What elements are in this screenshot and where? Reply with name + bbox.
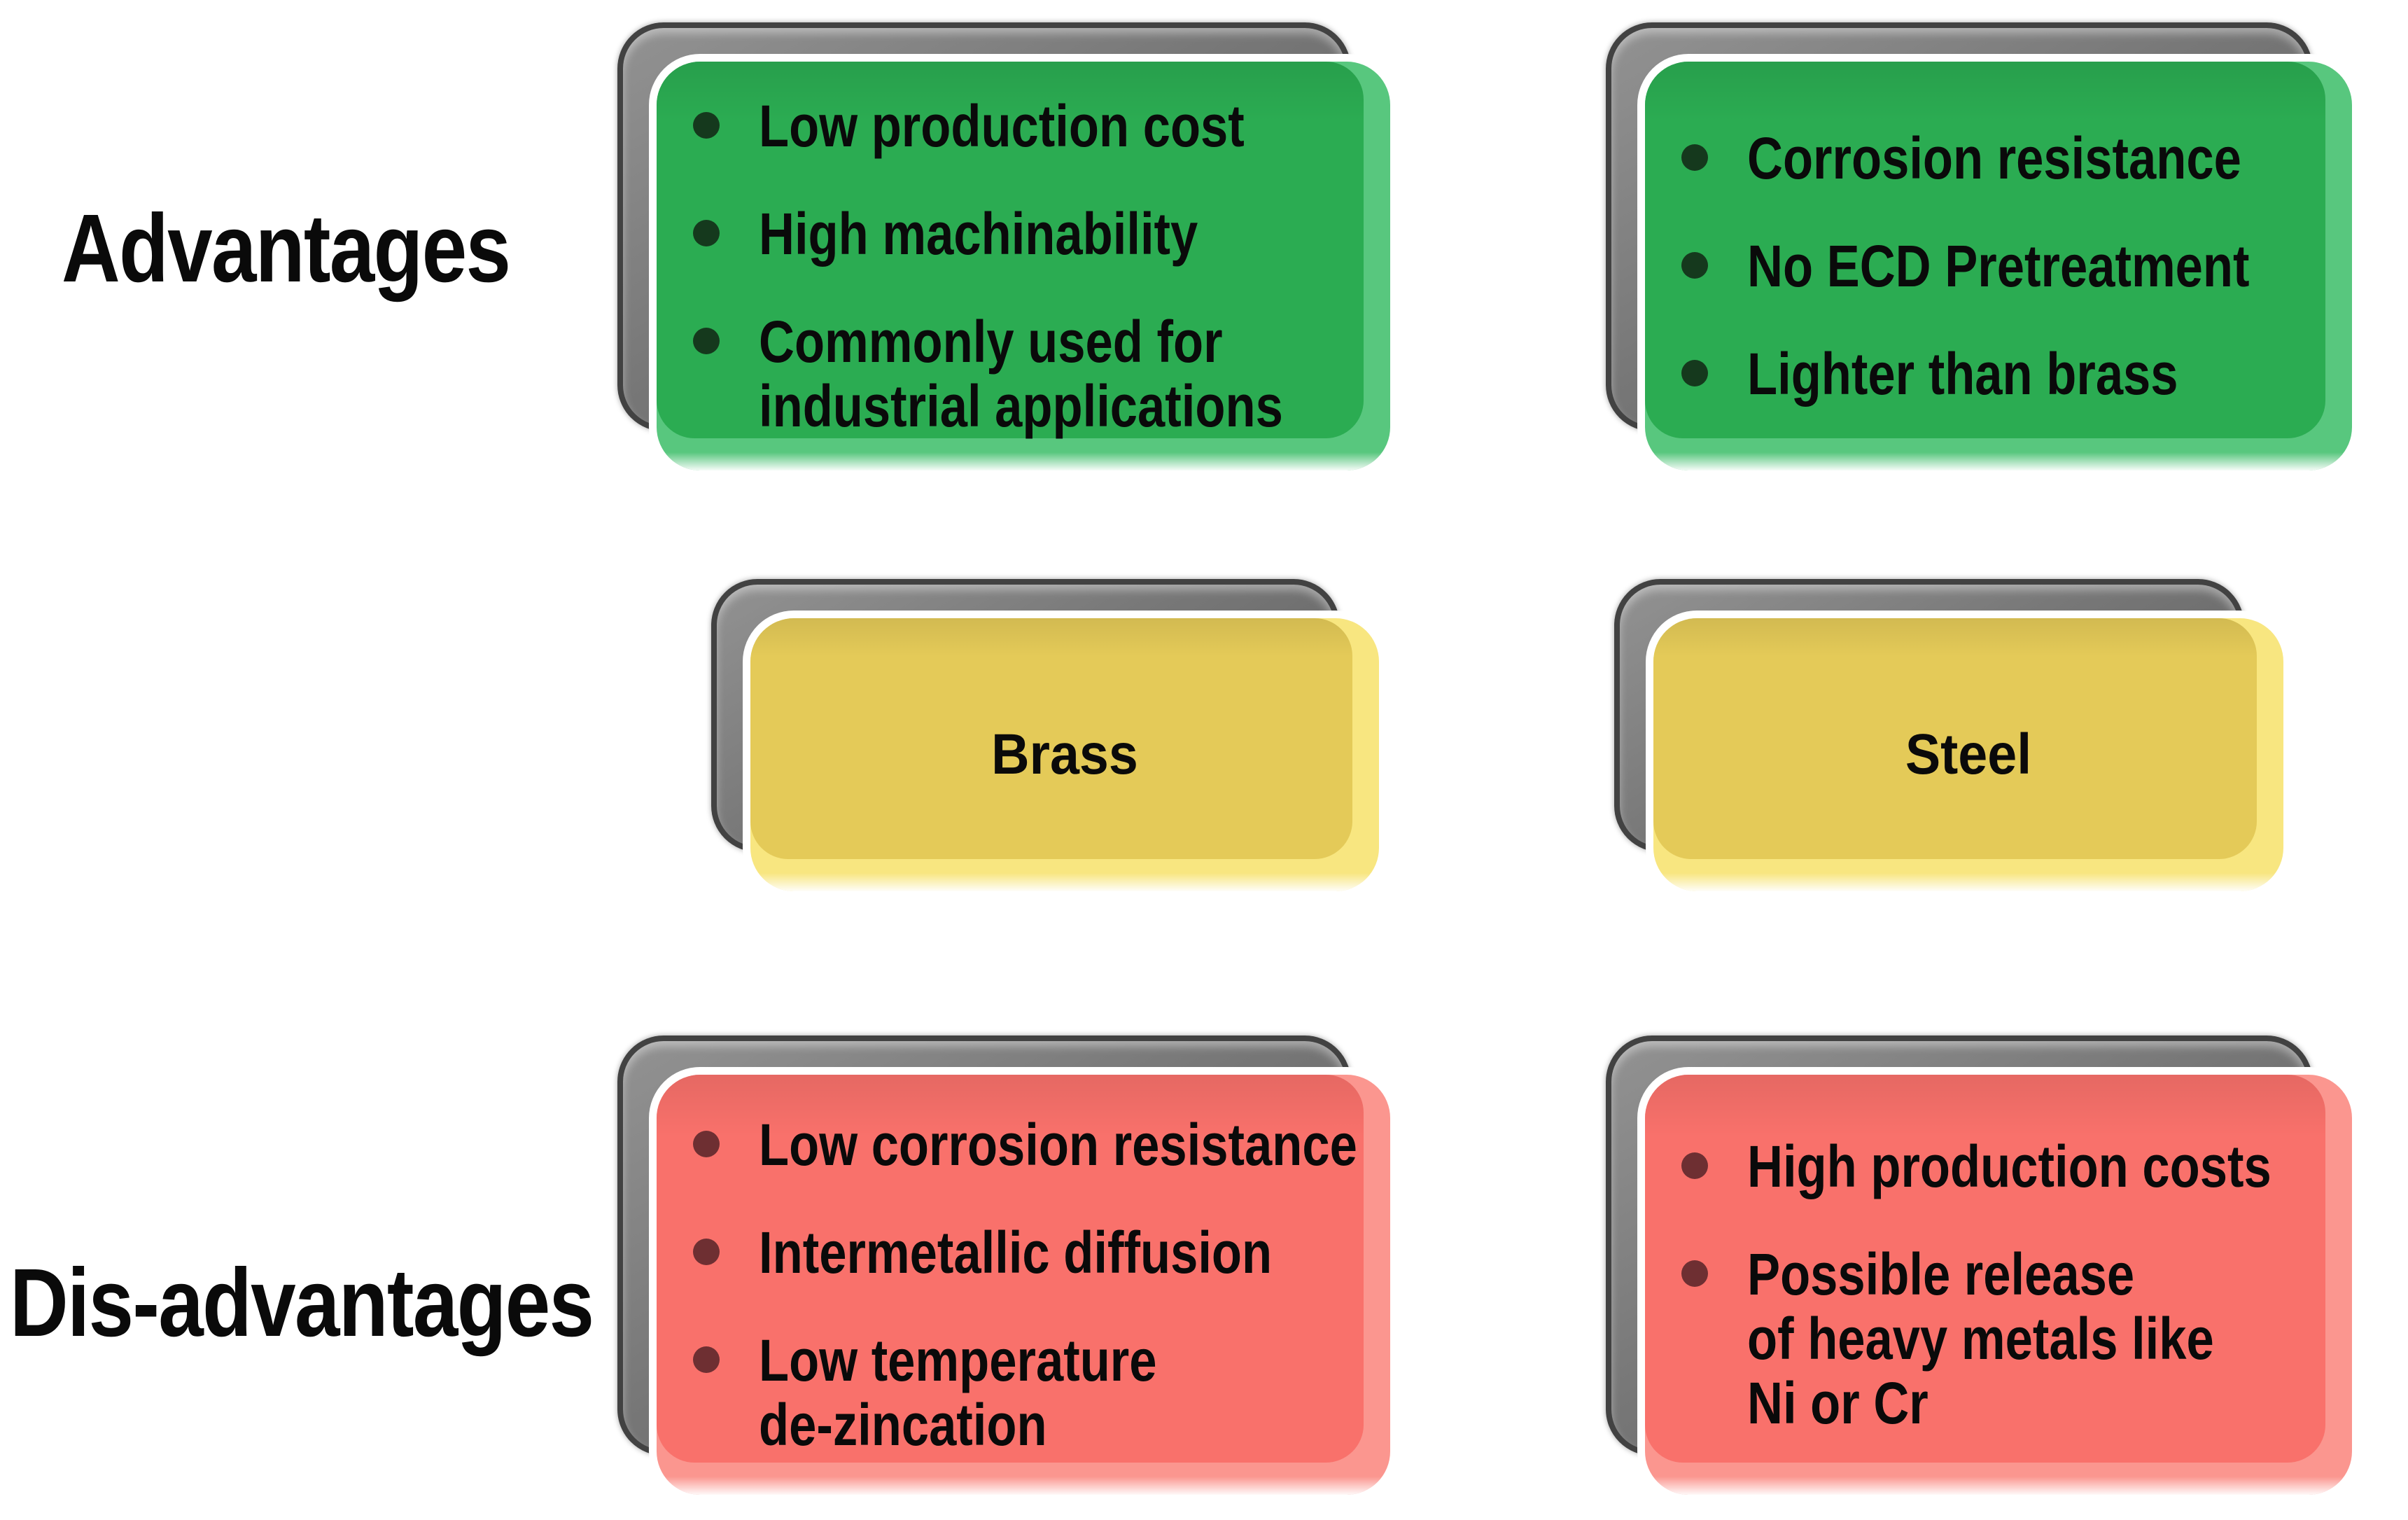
card-face: High production costs Possible release o… [1645, 1075, 2352, 1495]
bullet-text: High machinability [759, 201, 1198, 267]
card-face: Low production cost High machinability C… [657, 62, 1390, 470]
bullet-list: Low production cost High machinability C… [657, 62, 1390, 470]
bullet-item: Low temperature de-zincation [693, 1328, 1373, 1457]
card-bottom-fade [1653, 873, 2283, 891]
card-face-panel [1645, 62, 2325, 438]
bullet-dot-icon [693, 112, 720, 139]
card-bottom-fade [657, 1477, 1390, 1495]
bullet-dot-icon [693, 1131, 720, 1157]
card-steel-title: Steel [1614, 579, 2283, 891]
bullet-list: High production costs Possible release o… [1645, 1075, 2352, 1495]
card-face-panel [1645, 1075, 2325, 1463]
bullet-dot-icon [1681, 1260, 1708, 1287]
bullet-dot-icon [1681, 252, 1708, 279]
bullet-dot-icon [693, 1346, 720, 1373]
bullet-dot-icon [693, 220, 720, 246]
bullet-item: Lighter than brass [1681, 342, 2335, 406]
bullet-item: Possible release of heavy metals like Ni… [1681, 1242, 2335, 1435]
bullet-list: Corrosion resistance No ECD Pretreatment… [1645, 62, 2352, 470]
row-label-advantages: Advantages [62, 195, 511, 302]
bullet-dot-icon [1681, 1152, 1708, 1179]
bullet-dot-icon [1681, 144, 1708, 171]
material-title-steel: Steel [1905, 723, 2032, 786]
card-steel-disadvantages: High production costs Possible release o… [1606, 1036, 2352, 1495]
bullet-text: Low temperature de-zincation [759, 1327, 1157, 1458]
card-face-panel [1653, 618, 2257, 859]
bullet-item: Low production cost [693, 94, 1373, 158]
bullet-dot-icon [693, 1239, 720, 1265]
card-face: Brass [750, 618, 1379, 891]
bullet-text: No ECD Pretreatment [1747, 233, 2250, 299]
bullet-item: Intermetallic diffusion [693, 1220, 1373, 1285]
card-face-panel [750, 618, 1352, 859]
bullet-item: Low corrosion resistance [693, 1113, 1373, 1177]
card-brass-advantages: Low production cost High machinability C… [617, 22, 1390, 470]
card-face: Steel [1653, 618, 2283, 891]
card-bottom-fade [750, 873, 1379, 891]
card-brass-title: Brass [711, 579, 1379, 891]
bullet-list: Low corrosion resistance Intermetallic d… [657, 1075, 1390, 1495]
bullet-text: Lighter than brass [1747, 341, 2178, 407]
bullet-text: Low production cost [759, 93, 1245, 159]
card-bottom-fade [1645, 452, 2352, 470]
bullet-text: Intermetallic diffusion [759, 1220, 1273, 1285]
bullet-item: No ECD Pretreatment [1681, 234, 2335, 298]
bullet-text: Low corrosion resistance [759, 1112, 1357, 1178]
card-brass-disadvantages: Low corrosion resistance Intermetallic d… [617, 1036, 1390, 1495]
bullet-item: High production costs [1681, 1134, 2335, 1199]
card-bottom-fade [657, 452, 1390, 470]
row-label-disadvantages: Dis-advantages [10, 1249, 594, 1357]
bullet-text: Commonly used for industrial application… [759, 309, 1283, 439]
card-steel-advantages: Corrosion resistance No ECD Pretreatment… [1606, 22, 2352, 470]
card-face: Corrosion resistance No ECD Pretreatment… [1645, 62, 2352, 470]
bullet-text: High production costs [1747, 1134, 2272, 1199]
bullet-text: Corrosion resistance [1747, 125, 2241, 191]
bullet-item: High machinability [693, 202, 1373, 266]
material-title-brass: Brass [991, 723, 1138, 786]
card-face-panel [657, 62, 1364, 438]
card-face-panel [657, 1075, 1364, 1463]
bullet-item: Corrosion resistance [1681, 126, 2335, 190]
card-bottom-fade [1645, 1477, 2352, 1495]
bullet-item: Commonly used for industrial application… [693, 309, 1373, 438]
bullet-dot-icon [1681, 360, 1708, 386]
bullet-dot-icon [693, 328, 720, 354]
card-face: Low corrosion resistance Intermetallic d… [657, 1075, 1390, 1495]
bullet-text: Possible release of heavy metals like Ni… [1747, 1241, 2214, 1436]
